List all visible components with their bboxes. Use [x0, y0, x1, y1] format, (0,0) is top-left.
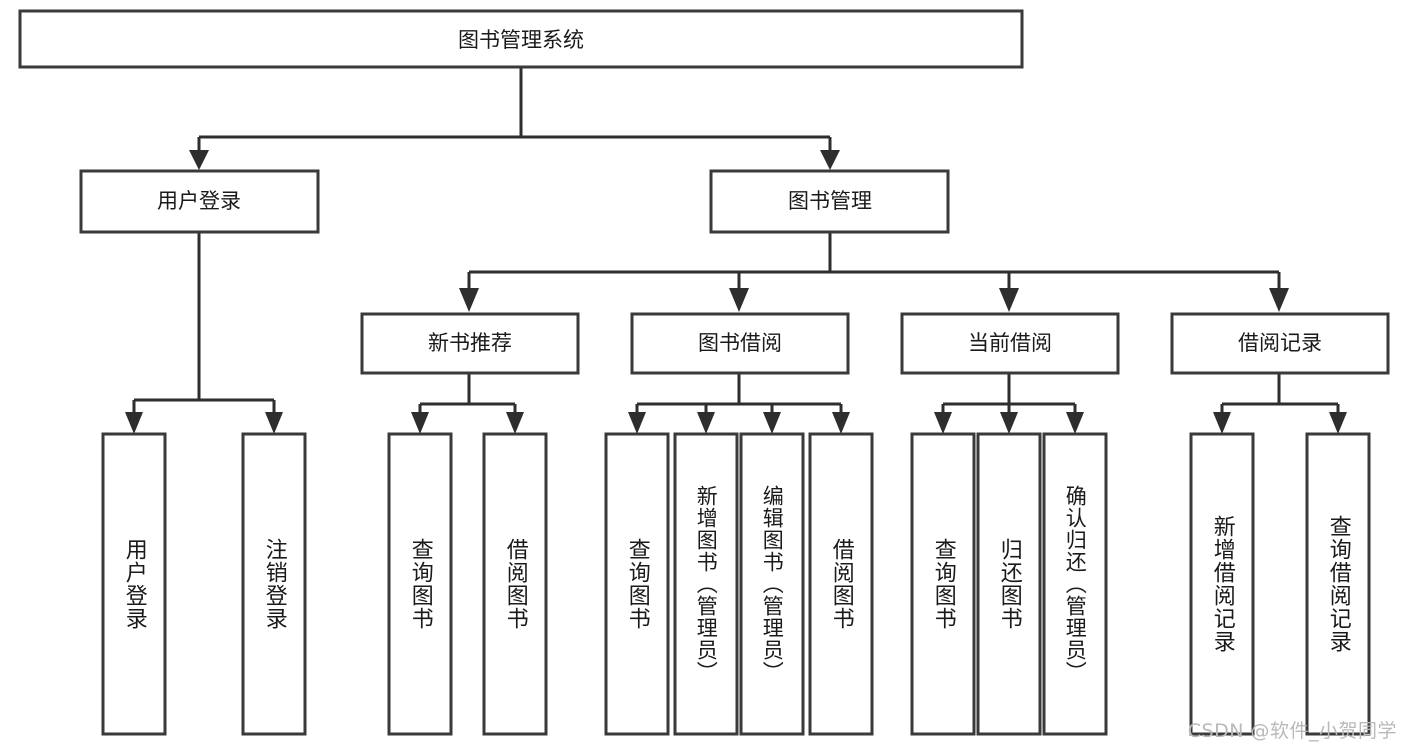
- leaf-borrow-book-1-box[interactable]: [482, 432, 548, 736]
- arrowheads-layer: [125, 150, 1347, 434]
- arrowhead-to-book-manage: [820, 150, 840, 170]
- new-book-recommend-label: 新书推荐: [428, 331, 512, 355]
- arrowhead-to-leaf-add-book: [697, 412, 715, 434]
- arrowhead-to-leaf-return-book: [1000, 412, 1018, 434]
- arrowhead-to-leaf-query-book-3: [934, 412, 952, 434]
- arrowhead-to-book-borrow: [729, 288, 749, 312]
- node-borrow-record[interactable]: 借阅记录: [1170, 312, 1390, 375]
- leaf-borrow-book-2-box[interactable]: [808, 432, 874, 736]
- node-new-book-recommend[interactable]: 新书推荐: [360, 312, 580, 375]
- arrowhead-to-leaf-logout: [265, 412, 283, 434]
- connector-bookmanage-to-level3: [467, 232, 1281, 290]
- connector-newbook-to-leaves: [418, 373, 517, 414]
- new-book-recommend-box[interactable]: [360, 312, 580, 375]
- connector-bookborrow-to-leaves: [635, 373, 843, 414]
- user-login-label: 用户登录: [157, 189, 241, 213]
- leaf-edit-book-box[interactable]: [739, 432, 805, 736]
- root-label: 图书管理系统: [458, 28, 584, 52]
- arrowhead-to-leaf-query-record: [1329, 412, 1347, 434]
- connectors-layer: [132, 67, 1340, 414]
- borrow-record-label: 借阅记录: [1238, 331, 1322, 355]
- book-borrow-label: 图书借阅: [698, 331, 782, 355]
- node-book-manage[interactable]: 图书管理: [709, 169, 950, 234]
- leaf-return-book-box[interactable]: [976, 432, 1042, 736]
- leaf-add-book-box[interactable]: [673, 432, 739, 736]
- node-current-borrow[interactable]: 当前借阅: [900, 312, 1120, 375]
- arrowhead-to-user-login: [189, 150, 209, 170]
- csdn-watermark: CSDN @软件_小贺同学: [1187, 720, 1397, 742]
- borrow-record-box[interactable]: [1170, 312, 1390, 375]
- leaf-user-login-box[interactable]: [101, 432, 167, 736]
- connector-currentborrow-to-leaves: [941, 373, 1077, 414]
- leaf-query-book-1-box[interactable]: [387, 432, 453, 736]
- root-box[interactable]: [18, 9, 1024, 69]
- current-borrow-label: 当前借阅: [968, 331, 1052, 355]
- leaf-query-book-3-box[interactable]: [910, 432, 976, 736]
- arrowhead-to-leaf-query-book-1: [411, 412, 429, 434]
- leaf-confirm-return-box[interactable]: [1042, 432, 1108, 736]
- book-manage-box[interactable]: [709, 169, 950, 234]
- node-user-login[interactable]: 用户登录: [79, 169, 320, 234]
- connector-userlogin-to-leaves: [132, 232, 276, 414]
- arrowhead-to-current-borrow: [999, 288, 1019, 312]
- arrowhead-to-new-book-recommend: [459, 288, 479, 312]
- book-borrow-box[interactable]: [630, 312, 850, 375]
- arrowhead-to-leaf-confirm-return: [1066, 412, 1084, 434]
- leaf-add-record-box[interactable]: [1189, 432, 1255, 736]
- current-borrow-box[interactable]: [900, 312, 1120, 375]
- arrowhead-to-leaf-user-login: [125, 412, 143, 434]
- arrowhead-to-leaf-edit-book: [763, 412, 781, 434]
- leaf-boxes-layer: [101, 432, 1371, 736]
- node-root[interactable]: 图书管理系统: [18, 9, 1024, 69]
- arrowhead-to-leaf-borrow-book-1: [506, 412, 524, 434]
- arrowhead-to-leaf-borrow-book-2: [832, 412, 850, 434]
- connector-borrowrecord-to-leaves: [1220, 373, 1340, 414]
- arrowhead-to-leaf-add-record: [1213, 412, 1231, 434]
- leaf-query-record-box[interactable]: [1305, 432, 1371, 736]
- leaf-logout-box[interactable]: [241, 432, 307, 736]
- book-manage-label: 图书管理: [788, 189, 872, 213]
- user-login-box[interactable]: [79, 169, 320, 234]
- leaf-query-book-2-box[interactable]: [604, 432, 670, 736]
- arrowhead-to-borrow-record: [1269, 288, 1289, 312]
- connector-root-to-level2: [197, 67, 832, 152]
- arrowhead-to-leaf-query-book-2: [628, 412, 646, 434]
- node-book-borrow[interactable]: 图书借阅: [630, 312, 850, 375]
